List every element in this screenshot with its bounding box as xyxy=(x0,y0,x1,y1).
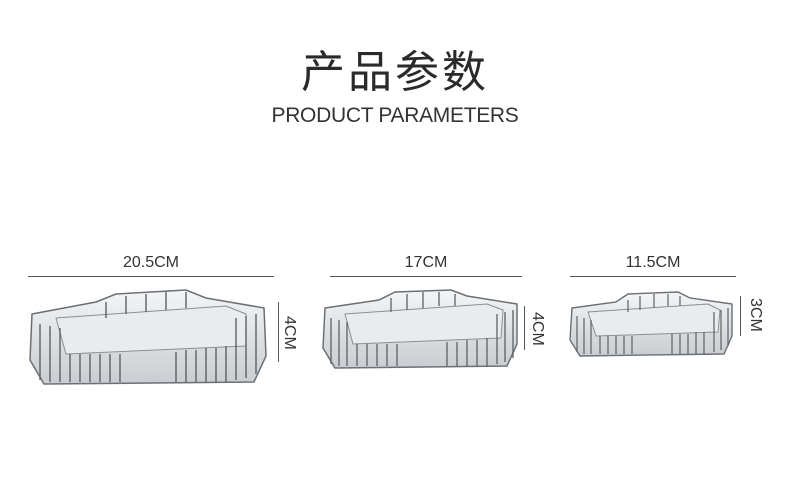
page-title-cn: 产品参数 xyxy=(301,47,489,98)
width-line-2 xyxy=(330,276,522,277)
width-label-3: 11.5CM xyxy=(625,254,681,271)
page-title-en: PRODUCT PARAMETERS xyxy=(271,104,519,127)
ashtray-image-large xyxy=(29,289,267,385)
width-line-1 xyxy=(28,276,274,277)
height-line-1 xyxy=(278,302,279,362)
width-label-1: 20.5CM xyxy=(122,254,180,271)
ashtray-image-small xyxy=(569,291,733,357)
height-line-3 xyxy=(740,296,741,336)
width-line-3 xyxy=(570,276,736,277)
height-label-3: 3CM xyxy=(747,298,764,332)
height-label-1: 4CM xyxy=(281,316,298,350)
height-label-2: 4CM xyxy=(529,312,546,346)
ashtray-image-medium xyxy=(322,289,518,369)
height-line-2 xyxy=(524,306,525,350)
width-label-2: 17CM xyxy=(404,254,448,271)
